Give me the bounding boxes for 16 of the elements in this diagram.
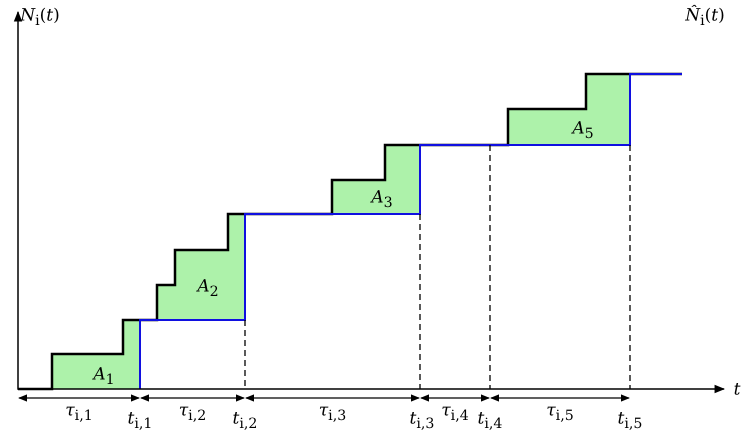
time-label: t$_{i,4}$ [478, 410, 502, 432]
area-label: A$_{3}$ [371, 190, 393, 210]
time-label: t$_{i,5}$ [618, 410, 642, 432]
interval-label: τ$_{i,1}$ [65, 402, 93, 424]
area-label: A$_{2}$ [197, 278, 219, 300]
interval-label: τ$_{i,3}$ [318, 402, 346, 424]
interval-label: τ$_{i,5}$ [546, 402, 574, 424]
time-label: t$_{i,1}$ [128, 410, 152, 432]
time-label: t$_{i,3}$ [410, 410, 434, 432]
axis-label: t [734, 382, 740, 398]
time-label: t$_{i,2}$ [232, 410, 258, 432]
interval-label: τ$_{i,2}$ [178, 402, 206, 424]
area-label: A$_{1}$ [93, 366, 115, 388]
interval-label: τ$_{i,4}$ [441, 402, 469, 424]
area-label: A$_{5}$ [572, 120, 594, 142]
axis-label: N$_{i}$(t) [20, 8, 60, 28]
